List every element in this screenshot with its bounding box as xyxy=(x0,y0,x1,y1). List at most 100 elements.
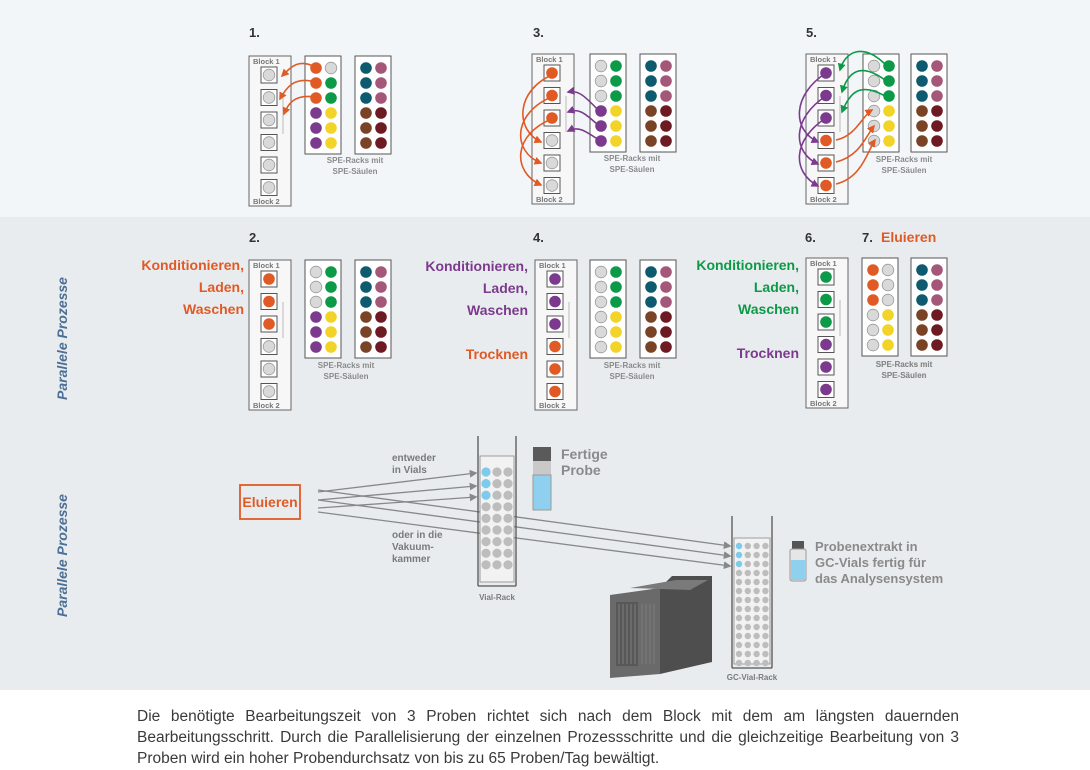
vial-slot xyxy=(503,525,513,535)
spe-column xyxy=(310,137,322,149)
spe-column xyxy=(610,105,622,117)
spe-column xyxy=(916,264,928,276)
spe-column xyxy=(660,75,672,87)
spe-column xyxy=(931,339,943,351)
vial-slot xyxy=(503,548,513,558)
spe-column xyxy=(375,281,387,293)
gc-vial-slot xyxy=(735,632,743,640)
block-sample xyxy=(545,156,559,170)
spe-rack xyxy=(910,53,948,153)
vial-slot xyxy=(481,479,491,489)
gc-vial-slot xyxy=(762,551,769,559)
gc-vial-slot xyxy=(735,614,743,622)
spe-column xyxy=(916,279,928,291)
step-number: 1. xyxy=(249,25,260,40)
spe-rack xyxy=(354,259,392,359)
spe-column xyxy=(595,105,607,117)
gc-vial-icon xyxy=(789,541,807,582)
spe-column xyxy=(867,294,879,306)
spe-column xyxy=(325,296,337,308)
either-label-1: entweder xyxy=(392,453,436,464)
vial-slot xyxy=(481,513,491,524)
spe-column xyxy=(610,60,622,72)
gc-vial-slot xyxy=(762,641,769,649)
spe-column xyxy=(360,326,372,338)
spe-column xyxy=(931,264,943,276)
arrow xyxy=(835,109,874,141)
arrow xyxy=(519,95,555,165)
spe-column xyxy=(645,120,657,132)
arrow xyxy=(566,86,600,112)
spe-column xyxy=(916,294,928,306)
spe-column xyxy=(931,120,943,132)
gc-vial-slot xyxy=(753,596,760,604)
spe-column xyxy=(916,90,928,102)
spe-column xyxy=(310,311,322,323)
spe-column xyxy=(595,120,607,132)
spe-rack xyxy=(589,53,627,153)
spe-column xyxy=(375,92,387,104)
vial-slot xyxy=(492,548,502,558)
block1-label: Block 1 xyxy=(253,57,280,66)
block-sample xyxy=(263,273,275,285)
step5-arrows xyxy=(798,50,886,187)
gc-vial-slot xyxy=(735,596,743,604)
gc-vial-slot xyxy=(735,560,743,568)
spe-column xyxy=(660,326,672,338)
spe-column xyxy=(660,120,672,132)
spe-column xyxy=(883,120,895,132)
spe-column xyxy=(660,60,672,72)
eluieren-box-label: Eluieren xyxy=(242,494,297,510)
spe-column xyxy=(867,89,881,103)
spe-process-diagram: Parallele Prozesse Parallele Prozesse 1.… xyxy=(0,0,1090,690)
block1-label: Block 1 xyxy=(810,55,837,64)
gc-vial-slot xyxy=(735,542,743,550)
vial-slot xyxy=(481,548,491,558)
block-sample xyxy=(262,113,276,127)
spe-column xyxy=(310,77,322,89)
spe-column xyxy=(916,309,928,321)
spe-label-2: SPE-Säulen xyxy=(610,372,655,381)
spe-column xyxy=(325,281,337,293)
arrow xyxy=(317,469,478,493)
process-label: Laden, xyxy=(754,279,799,295)
spe-rack xyxy=(639,53,677,153)
spe-column xyxy=(645,296,657,308)
arrow xyxy=(280,62,316,78)
step-number: 5. xyxy=(806,25,817,40)
spe-label-1: SPE-Racks mit xyxy=(876,360,933,369)
block2-label: Block 2 xyxy=(253,197,280,206)
gc-vial-slot xyxy=(753,641,760,649)
extract-text-1: Probenextrakt in xyxy=(815,539,918,554)
spe-column xyxy=(360,92,372,104)
step-number: 4. xyxy=(533,230,544,245)
spe-column xyxy=(594,89,608,103)
spe-column xyxy=(375,107,387,119)
arrow xyxy=(522,73,555,143)
spe-column xyxy=(866,323,880,337)
block-sample xyxy=(820,338,832,351)
block-sample xyxy=(549,318,561,330)
spe-label-1: SPE-Racks mit xyxy=(876,155,933,164)
spe-column xyxy=(325,326,337,338)
block-sample xyxy=(262,136,276,149)
spe-column xyxy=(309,265,323,279)
spe-column xyxy=(360,311,372,323)
spe-column xyxy=(360,107,372,119)
block-sample xyxy=(820,383,832,396)
block2-label: Block 2 xyxy=(539,401,566,410)
spe-column xyxy=(360,62,372,74)
gc-vial-slot xyxy=(753,632,760,640)
arrow xyxy=(317,493,478,509)
spe-column xyxy=(645,326,657,338)
step-number: 6. xyxy=(805,230,816,245)
spe-rack xyxy=(589,259,627,359)
block-sample xyxy=(263,295,275,308)
vial-slot xyxy=(503,502,513,512)
gc-vial-slot xyxy=(762,587,769,595)
vial-slot xyxy=(492,490,502,500)
block2-label: Block 2 xyxy=(810,195,837,204)
spe-rack xyxy=(354,55,392,155)
